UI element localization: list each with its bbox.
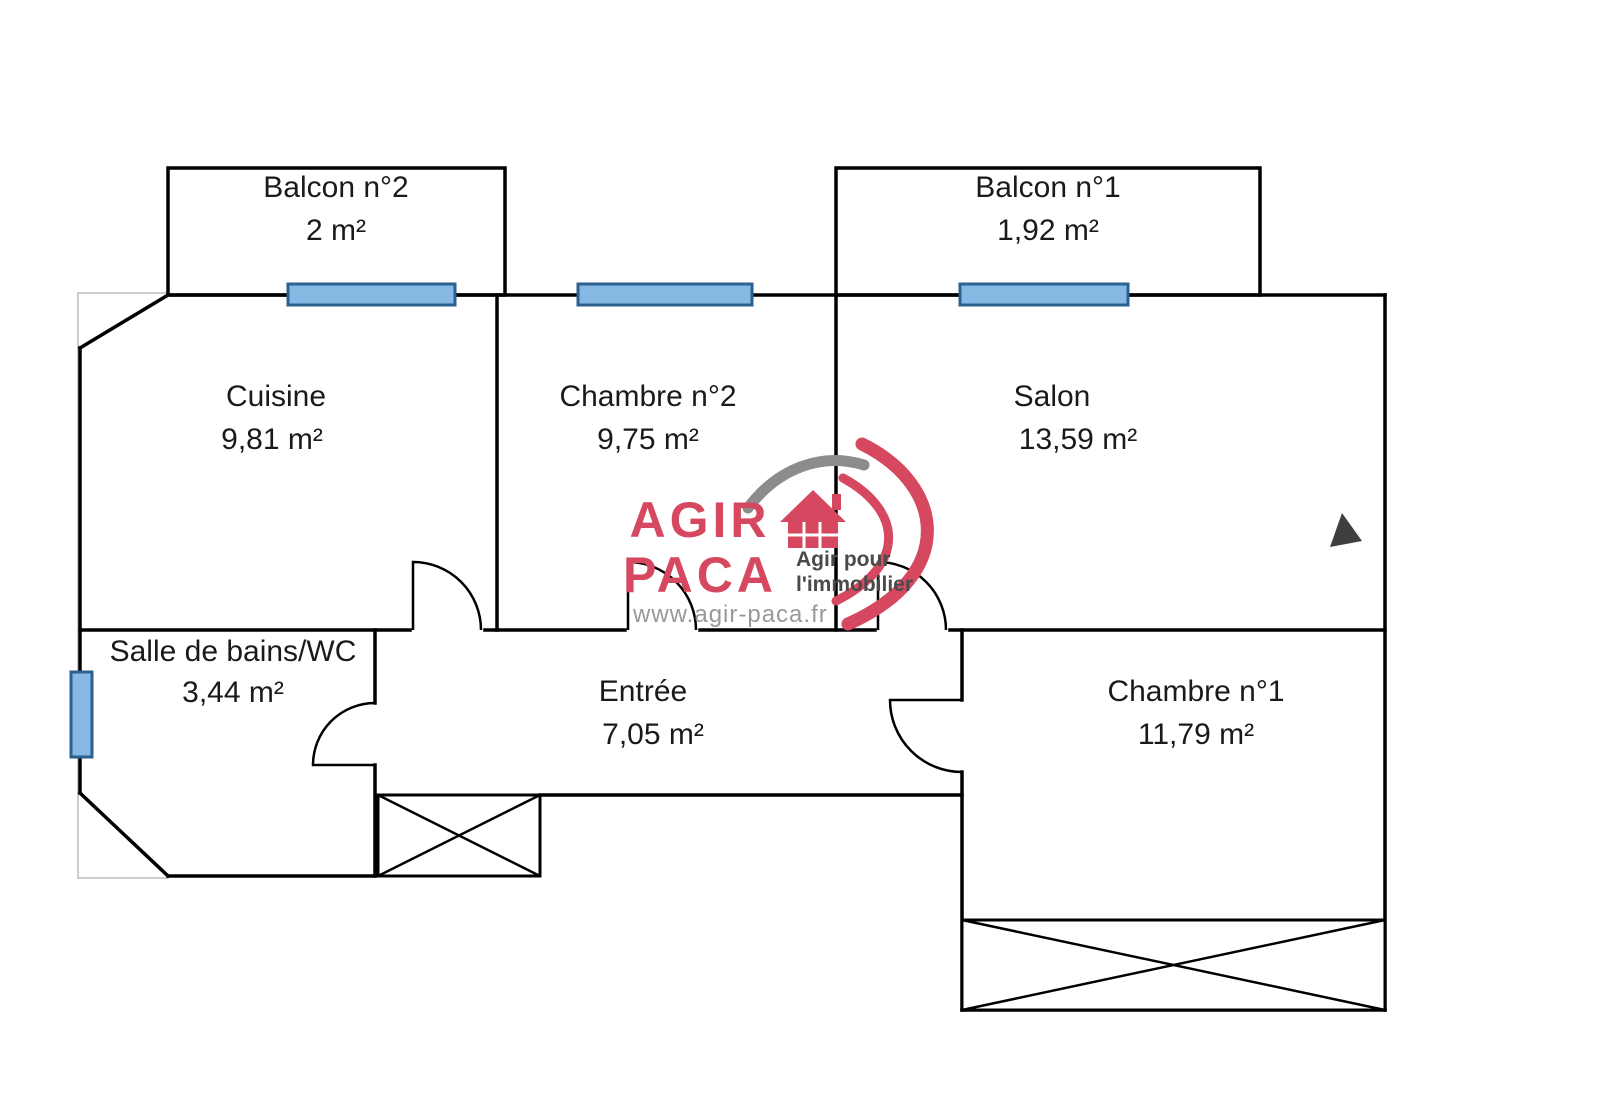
closet-cross-line [377, 793, 541, 878]
room-area-salon: 13,59 m² [1019, 423, 1137, 456]
faint-neighbour-outline [77, 292, 168, 879]
room-area-chambre2: 9,75 m² [597, 423, 699, 456]
balcony-labels: Balcon n°2 2 m² Balcon n°1 1,92 m² [263, 171, 1120, 247]
logo-tagline-line1: Agir pour [796, 548, 891, 571]
room-area-chambre1: 11,79 m² [1138, 718, 1254, 751]
closet-entree [376, 793, 542, 878]
room-area-cuisine: 9,81 m² [221, 423, 323, 456]
logo-website-url: www.agir-paca.fr [632, 601, 828, 628]
room-label-salle-de-bains: Salle de bains/WC [110, 635, 357, 668]
logo-red-outer-swoosh [841, 437, 934, 631]
room-area-entree: 7,05 m² [602, 718, 704, 751]
logo-word-paca: PACA [623, 547, 777, 603]
balcony-2-label: Balcon n°2 [263, 171, 408, 204]
logo-house-roof [780, 490, 846, 522]
room-label-cuisine: Cuisine [226, 380, 326, 413]
door-swing-chambre2 [626, 560, 698, 631]
window-symbol-balcony2 [286, 282, 457, 307]
balcony-1-area: 1,92 m² [997, 214, 1099, 247]
room-area-salle-de-bains: 3,44 m² [182, 676, 284, 709]
wall-diagonal-top-left [77, 292, 171, 351]
logo-house-icon [780, 490, 846, 548]
logo-house-chimney [832, 494, 841, 510]
room-label-salon: Salon [1014, 380, 1091, 413]
logo-gray-swoosh [742, 455, 870, 514]
agency-logo: AGIR PACA Agir pour l'immobilier www.agi… [623, 437, 934, 631]
logo-tagline-line2: l'immobilier [796, 573, 913, 596]
door-swing-bathroom [311, 701, 376, 767]
north-arrow-icon [1330, 513, 1362, 547]
window-symbol-bathroom [69, 670, 94, 759]
closet-cross-line [961, 918, 1386, 1012]
room-label-chambre2: Chambre n°2 [559, 380, 736, 413]
door-swing-cuisine [411, 560, 483, 631]
logo-red-inner-swoosh [831, 473, 893, 606]
closet-chambre1 [960, 918, 1387, 1012]
door-swing-chambre1 [888, 698, 963, 774]
window-symbol-chambre2 [576, 282, 754, 307]
room-label-chambre1: Chambre n°1 [1107, 675, 1284, 708]
wall-diagonal-bottom-left [77, 790, 171, 879]
room-label-entree: Entrée [599, 675, 687, 708]
logo-word-agir: AGIR [630, 492, 771, 548]
windows [69, 282, 1130, 759]
balcony-2-area: 2 m² [306, 214, 366, 247]
room-labels: Cuisine 9,81 m² Chambre n°2 9,75 m² Salo… [110, 380, 1285, 751]
window-symbol-balcony1 [958, 282, 1130, 307]
balcony-1-label: Balcon n°1 [975, 171, 1120, 204]
